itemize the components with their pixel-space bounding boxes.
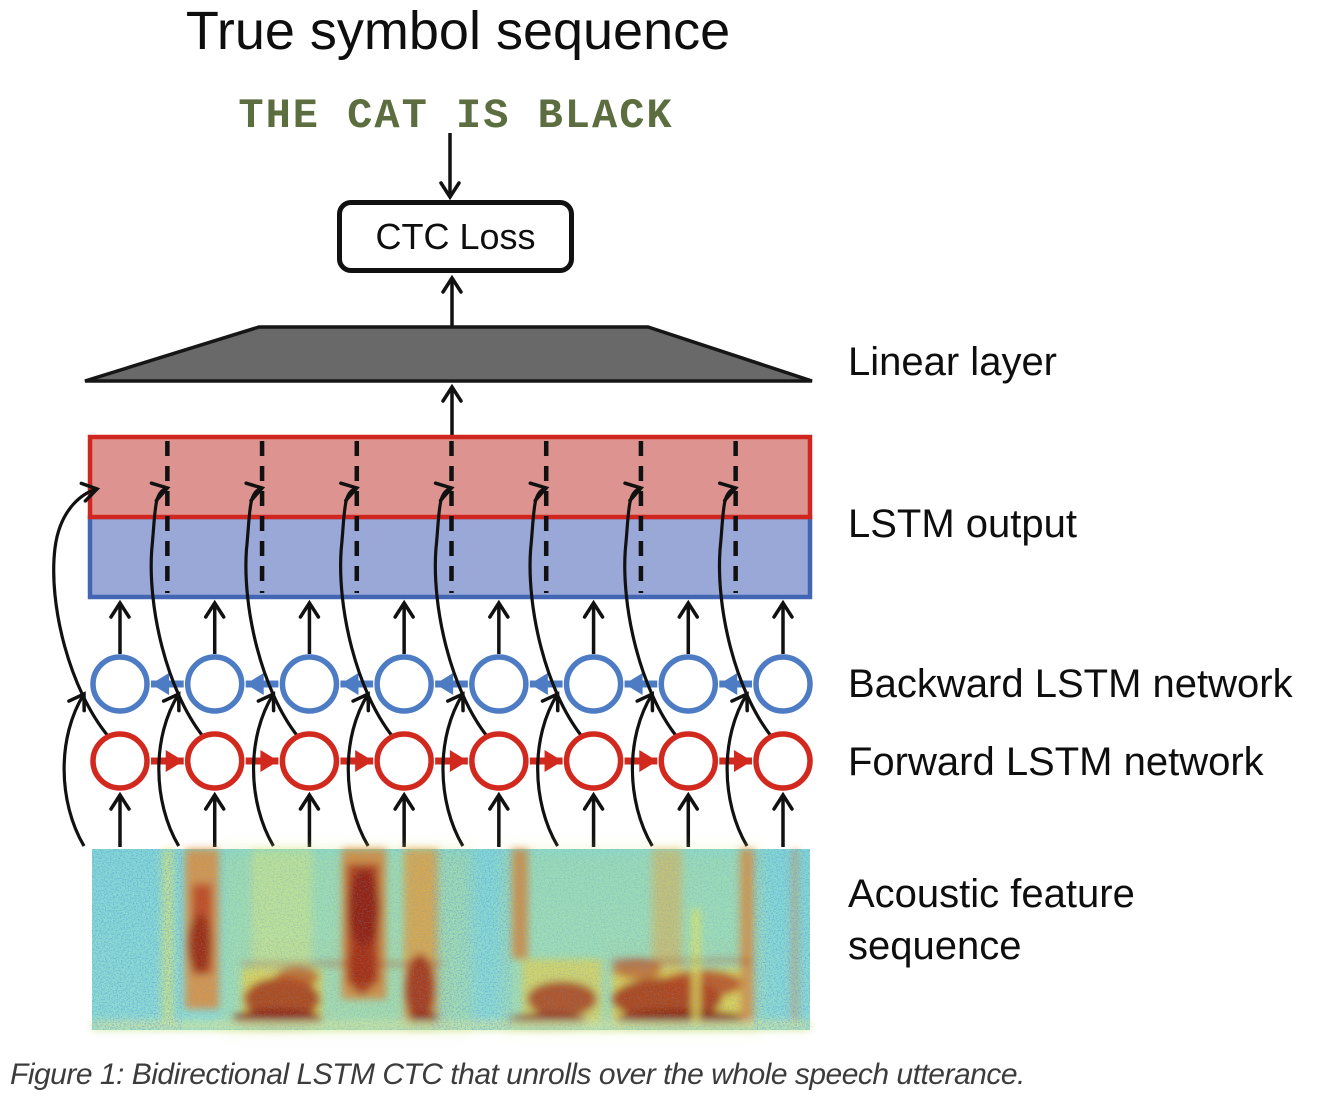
figure-caption: Figure 1: Bidirectional LSTM CTC that un… [10,1058,1025,1091]
label-backward-lstm: Backward LSTM network [848,662,1293,706]
ctc-loss-label: CTC Loss [375,215,536,257]
forward-lstm-cell [184,731,245,791]
curve-input-to-backward [441,691,465,847]
timestep-elements [52,441,813,847]
forward-lstm-cell [90,731,150,791]
backward-lstm-cell [563,654,624,714]
backward-lstm-cell [753,654,813,714]
backward-lstm-cell [279,654,340,714]
label-forward-lstm: Forward LSTM network [848,740,1264,784]
forward-lstm-cell [658,731,719,791]
forward-lstm-cell [374,731,434,791]
backward-lstm-cell [374,654,434,714]
backward-lstm-cell [469,654,529,714]
backward-lstm-cell [184,654,245,714]
linear-layer-trapezoid [84,325,813,383]
label-lstm-output: LSTM output [848,502,1078,546]
label-linear-layer: Linear layer [848,340,1058,384]
curve-input-to-backward [252,691,276,847]
figure-title: True symbol sequence [185,1,731,61]
forward-lstm-cell [753,731,813,791]
curve-input-to-backward [62,691,86,847]
forward-lstm-cell [279,731,340,791]
spectrogram [92,849,810,1030]
backward-lstm-cell [90,654,150,714]
label-acoustic-feature: Acoustic feature sequence [848,872,1135,968]
forward-lstm-cell [563,731,624,791]
backward-lstm-cell [658,654,719,714]
forward-lstm-cell [469,731,529,791]
curve-input-to-backward [346,691,371,847]
curve-input-to-backward [725,691,749,847]
curve-input-to-backward [630,691,655,847]
true-symbol-sequence-text: THE CAT IS BLACK [238,92,674,140]
curve-input-to-backward [157,691,181,847]
curve-input-to-backward [536,691,560,847]
ctc-loss-box: CTC Loss [337,200,574,273]
